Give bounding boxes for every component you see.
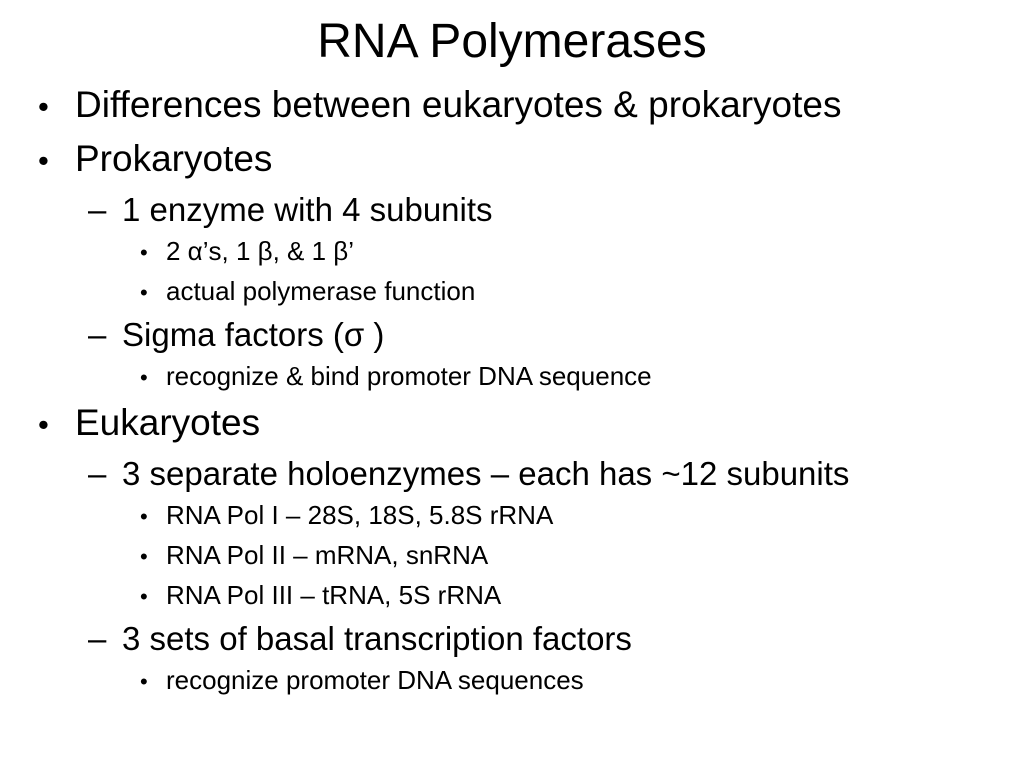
- dot-marker-icon: •: [38, 406, 49, 442]
- bullet-item-level-2: –Sigma factors (σ ): [0, 312, 1024, 357]
- bullet-text: recognize promoter DNA sequences: [166, 664, 584, 695]
- dash-marker-icon: –: [88, 454, 107, 492]
- bullet-text: Prokaryotes: [75, 137, 273, 179]
- bullet-list: • Differences between eukaryotes & prokar…: [0, 69, 1024, 701]
- bullet-text: RNA Pol II – mRNA, snRNA: [166, 539, 489, 570]
- bullet-item-level-3: • actual polymerase function: [0, 272, 1024, 312]
- dash-marker-icon: –: [88, 315, 107, 353]
- bullet-text: Eukaryotes: [75, 401, 261, 443]
- dash-marker-icon: –: [88, 619, 107, 657]
- dot-marker-icon: •: [140, 583, 148, 609]
- dot-marker-icon: •: [140, 668, 148, 694]
- bullet-text: RNA Pol I – 28S, 18S, 5.8S rRNA: [166, 499, 554, 530]
- bullet-item-level-1: • Prokaryotes: [0, 133, 1024, 187]
- bullet-item-level-2: –1 enzyme with 4 subunits: [0, 187, 1024, 232]
- bullet-text: 2 α’s, 1 β, & 1 β’: [166, 235, 355, 266]
- slide-title: RNA Polymerases: [317, 15, 707, 68]
- bullet-text: Differences between eukaryotes & prokary…: [75, 83, 842, 125]
- bullet-text: RNA Pol III – tRNA, 5S rRNA: [166, 579, 502, 610]
- bullet-item-level-2: –3 separate holoenzymes – each has ~12 s…: [0, 451, 1024, 496]
- bullet-item-level-1: • Eukaryotes: [0, 397, 1024, 451]
- bullet-text: actual polymerase function: [166, 275, 476, 306]
- bullet-item-level-3: • recognize & bind promoter DNA sequence: [0, 357, 1024, 397]
- bullet-text: 3 sets of basal transcription factors: [122, 619, 632, 657]
- bullet-item-level-3: • RNA Pol III – tRNA, 5S rRNA: [0, 576, 1024, 616]
- dot-marker-icon: •: [140, 503, 148, 529]
- dash-marker-icon: –: [88, 190, 107, 228]
- dot-marker-icon: •: [140, 364, 148, 390]
- bullet-item-level-3: • 2 α’s, 1 β, & 1 β’: [0, 232, 1024, 272]
- dot-marker-icon: •: [38, 88, 49, 124]
- bullet-item-level-3: • RNA Pol II – mRNA, snRNA: [0, 536, 1024, 576]
- bullet-item-level-1: • Differences between eukaryotes & prokar…: [0, 79, 1024, 133]
- dot-marker-icon: •: [38, 142, 49, 178]
- dot-marker-icon: •: [140, 279, 148, 305]
- bullet-text: 3 separate holoenzymes – each has ~12 su…: [122, 454, 850, 492]
- dot-marker-icon: •: [140, 543, 148, 569]
- bullet-item-level-3: • RNA Pol I – 28S, 18S, 5.8S rRNA: [0, 496, 1024, 536]
- bullet-text: recognize & bind promoter DNA sequence: [166, 360, 652, 391]
- bullet-text: Sigma factors (σ ): [122, 315, 385, 353]
- bullet-text: 1 enzyme with 4 subunits: [122, 190, 493, 228]
- dot-marker-icon: •: [140, 239, 148, 265]
- bullet-item-level-2: –3 sets of basal transcription factors: [0, 616, 1024, 661]
- bullet-item-level-3: • recognize promoter DNA sequences: [0, 661, 1024, 701]
